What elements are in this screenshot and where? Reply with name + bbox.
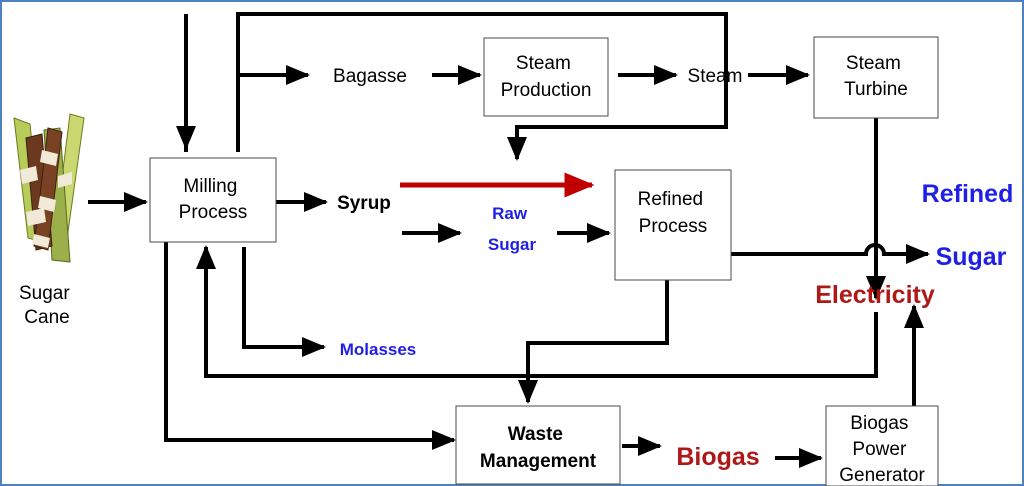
sugar-cane-label: Sugar Cane <box>19 283 75 328</box>
raw-sugar-label: Raw Sugar <box>488 204 537 254</box>
svg-text:Biogas Power Gener: Biogas Power Generator <box>839 413 925 486</box>
svg-text:Refined Process: Refined Process <box>638 189 709 237</box>
refined-process-box: Refined Process <box>614 169 732 281</box>
bagasse-label: Bagasse <box>333 66 407 87</box>
steam-return-loop-arrow <box>236 12 728 161</box>
steam-label: Steam <box>688 66 743 87</box>
biogas-label: Biogas <box>676 443 759 471</box>
milling-to-waste-arrow <box>164 242 456 450</box>
milling-process-box: Milling Process <box>149 157 277 243</box>
svg-text:Steam Turbine: Steam Turbine <box>844 53 908 100</box>
return-to-milling-arrow <box>196 245 878 378</box>
milling-to-bagasse-arrow <box>236 65 310 152</box>
svg-text:Waste Management: Waste Management <box>480 424 597 472</box>
refined-to-waste-arrow <box>518 341 669 404</box>
biogas-generator-box: Biogas Power Generator <box>825 405 939 486</box>
svg-text:Milling Process: Milling Process <box>179 176 248 223</box>
svg-text:Steam Production: Steam Production <box>501 53 592 101</box>
waste-management-box: Waste Management <box>455 405 621 485</box>
milling-to-molasses-arrow <box>242 247 326 357</box>
refined-sugar-label: Refined Sugar <box>922 180 1021 271</box>
syrup-label: Syrup <box>337 193 391 214</box>
molasses-label: Molasses <box>340 340 417 359</box>
sugar-cane-icon <box>13 113 85 263</box>
connectors <box>88 12 930 468</box>
electricity-label: Electricity <box>815 281 935 309</box>
steam-turbine-box: Steam Turbine <box>813 36 939 119</box>
steam-production-box: Steam Production <box>483 37 609 117</box>
refined-to-sugar-arrow <box>731 243 930 264</box>
